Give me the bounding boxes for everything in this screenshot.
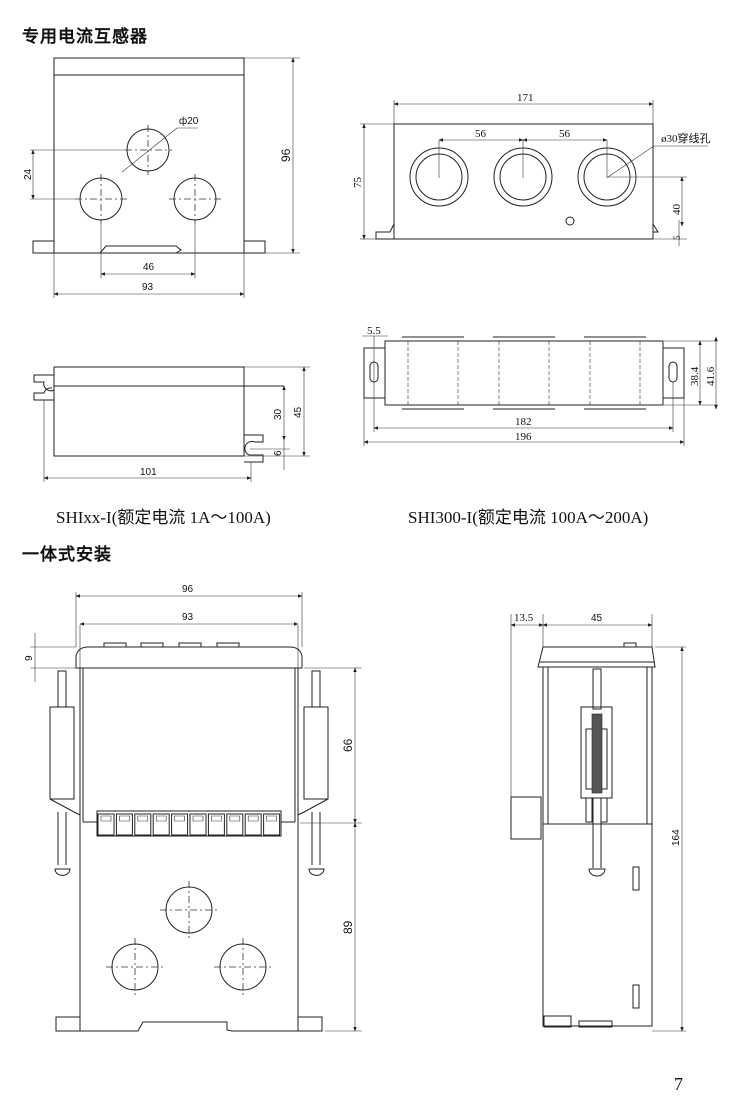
drawing-shixx-front: ф20 24 96 46 93 — [23, 57, 300, 298]
dim-38-4: 38.4 — [689, 366, 701, 386]
hole-note: ø30穿线孔 — [661, 131, 711, 145]
terminal-slot — [134, 813, 152, 836]
dim-45: 45 — [293, 406, 304, 418]
dim-56-b: 56 — [559, 128, 571, 140]
dim-9: 9 — [24, 655, 35, 661]
caption-shixx: SHIxx-I(额定电流 1A～100A) — [56, 508, 271, 527]
dim-171: 171 — [517, 92, 534, 104]
dim-93-int: 93 — [182, 612, 194, 623]
dim-66: 66 — [341, 738, 355, 752]
dim-41-6: 41.6 — [705, 366, 717, 386]
dim-hole-dia: ф20 — [179, 115, 199, 127]
drawing-shixx-side: 45 30 6 101 — [33, 366, 310, 482]
drawing-integrated-side: 13.5 45 164 — [510, 612, 686, 1032]
dim-196: 196 — [515, 431, 532, 443]
section-title-integrated: 一体式安装 — [22, 545, 112, 565]
page-number: 7 — [674, 1074, 683, 1094]
terminal-slot — [115, 813, 133, 836]
terminal-screw — [247, 815, 259, 822]
terminal-slot — [207, 813, 225, 836]
dim-5-5: 5.5 — [367, 325, 381, 337]
terminal-slot — [244, 813, 262, 836]
dim-45-int: 45 — [591, 613, 603, 624]
section-title-ct: 专用电流互感器 — [22, 27, 148, 47]
dim-40: 40 — [671, 204, 683, 216]
dim-30: 30 — [273, 408, 284, 420]
dim-46: 46 — [143, 262, 155, 273]
terminal-screw — [266, 815, 277, 822]
terminal-screw — [229, 815, 241, 822]
caption-shi300: SHI300-I(额定电流 100A～200A) — [408, 508, 649, 527]
terminal-slot — [263, 813, 281, 836]
dim-164: 164 — [671, 829, 682, 846]
terminal-slot — [189, 813, 207, 836]
dim-5: 5 — [672, 235, 682, 240]
terminal-screw — [192, 815, 204, 822]
terminal-screw — [137, 815, 149, 822]
drawing-shi300-top: 5.5 38.4 41.6 182 196 — [362, 325, 718, 446]
dim-13-5: 13.5 — [514, 612, 534, 624]
terminal-screw — [211, 815, 222, 822]
dim-75: 75 — [352, 177, 364, 189]
terminal-slot — [226, 813, 244, 836]
terminal-screw — [119, 815, 130, 822]
dim-96: 96 — [279, 148, 293, 162]
terminal-slot — [152, 813, 170, 836]
dim-89: 89 — [341, 920, 355, 934]
terminal-screw — [100, 815, 112, 822]
dim-6: 6 — [273, 450, 284, 456]
dim-96-int: 96 — [182, 584, 194, 595]
terminal-block — [96, 810, 282, 837]
terminal-screw — [155, 815, 167, 822]
drawing-integrated-front: 96 93 9 66 89 — [24, 584, 362, 1032]
terminal-screw — [174, 815, 185, 822]
terminal-slot — [171, 813, 189, 836]
dim-182: 182 — [515, 416, 532, 428]
drawing-shi300-front: 56 56 ø30穿线孔 171 75 40 5 — [352, 92, 711, 246]
terminal-slot — [97, 813, 115, 836]
dim-56-a: 56 — [475, 128, 487, 140]
dim-93: 93 — [142, 282, 154, 293]
dim-24: 24 — [23, 168, 34, 180]
dim-101: 101 — [140, 467, 157, 478]
